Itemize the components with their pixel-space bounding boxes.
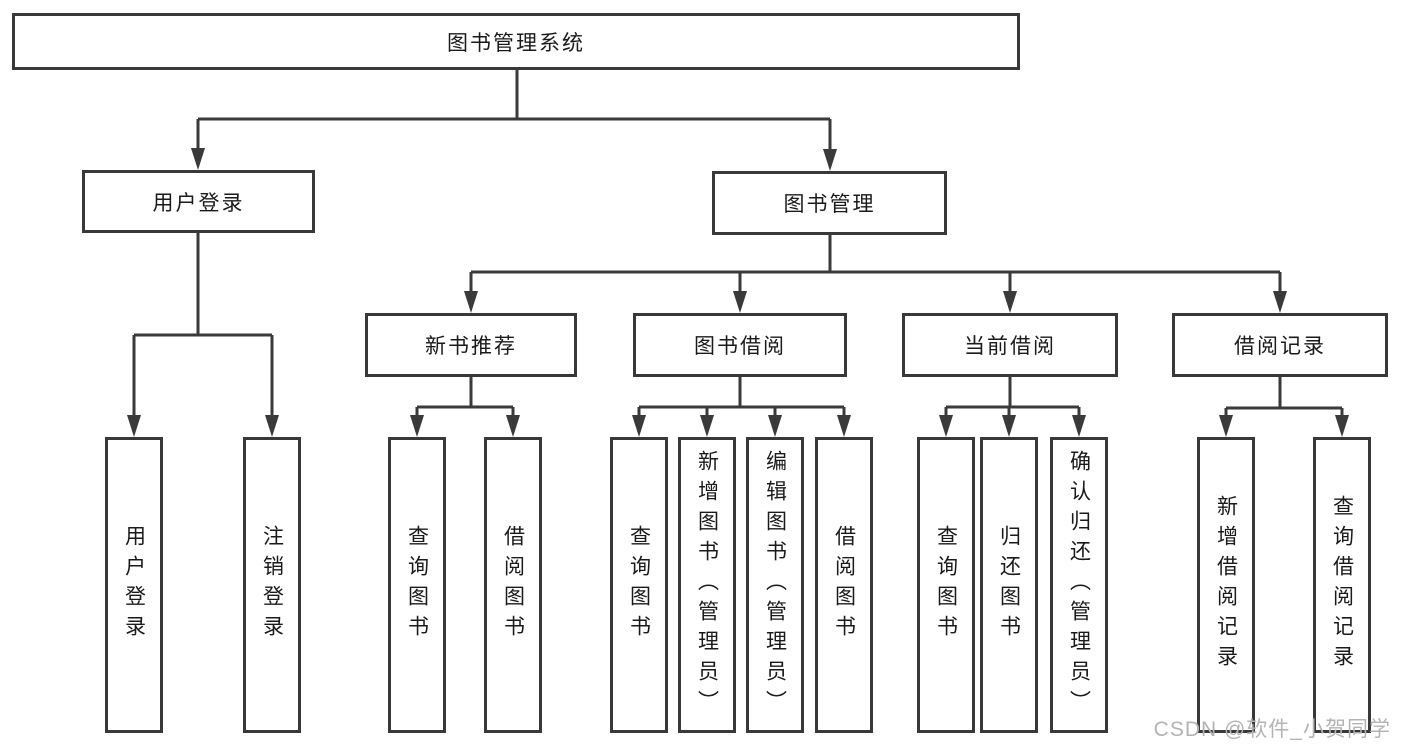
leaf-query-books-recommend-label: 查询图书 xyxy=(405,525,429,645)
leaf-logout: 注销登录 xyxy=(243,437,301,733)
leaf-confirm-return-admin-label: 确认归还（管理员） xyxy=(1067,450,1091,720)
node-library-management-system: 图书管理系统 xyxy=(12,13,1020,70)
node-user-login-label: 用户登录 xyxy=(152,191,245,215)
leaf-query-books-recommend: 查询图书 xyxy=(388,437,446,733)
node-current-borrowing: 当前借阅 xyxy=(902,313,1118,377)
leaf-query-books-borrowing: 查询图书 xyxy=(610,437,668,733)
leaf-logout-label: 注销登录 xyxy=(260,525,284,645)
node-current-borrowing-label: 当前借阅 xyxy=(964,335,1056,358)
watermark: CSDN @软件_小贺同学 xyxy=(1153,718,1391,741)
leaf-query-books-current-label: 查询图书 xyxy=(934,525,958,645)
node-new-book-recommend-label: 新书推荐 xyxy=(425,335,517,358)
leaf-edit-books-admin-label: 编辑图书（管理员） xyxy=(763,450,787,720)
node-borrowing-records: 借阅记录 xyxy=(1172,313,1388,377)
arrowheads xyxy=(127,148,1349,437)
leaf-borrow-books-borrowing-label: 借阅图书 xyxy=(832,525,856,645)
leaf-borrow-books-borrowing: 借阅图书 xyxy=(815,437,873,733)
leaf-add-books-admin-label: 新增图书（管理员） xyxy=(695,450,719,720)
leaf-borrow-books-recommend-label: 借阅图书 xyxy=(501,525,525,645)
node-borrowing-records-label: 借阅记录 xyxy=(1234,335,1326,358)
node-user-login: 用户登录 xyxy=(82,170,315,233)
node-new-book-recommend: 新书推荐 xyxy=(365,313,577,377)
leaf-edit-books-admin: 编辑图书（管理员） xyxy=(746,437,804,733)
leaf-user-login: 用户登录 xyxy=(105,437,163,733)
node-book-borrowing-label: 图书借阅 xyxy=(694,335,786,358)
leaf-add-borrow-record-label: 新增借阅记录 xyxy=(1214,495,1238,675)
leaf-query-borrow-record-label: 查询借阅记录 xyxy=(1330,495,1354,675)
leaf-return-books: 归还图书 xyxy=(980,437,1038,733)
leaf-return-books-label: 归还图书 xyxy=(997,525,1021,645)
node-book-management: 图书管理 xyxy=(712,171,947,235)
leaf-query-borrow-record: 查询借阅记录 xyxy=(1313,437,1371,733)
leaf-borrow-books-recommend: 借阅图书 xyxy=(484,437,542,733)
node-book-management-label: 图书管理 xyxy=(783,193,876,216)
leaf-add-books-admin: 新增图书（管理员） xyxy=(678,437,736,733)
node-library-management-system-label: 图书管理系统 xyxy=(447,31,585,55)
leaf-add-borrow-record: 新增借阅记录 xyxy=(1197,437,1255,733)
leaf-confirm-return-admin: 确认归还（管理员） xyxy=(1050,437,1108,733)
leaf-query-books-borrowing-label: 查询图书 xyxy=(627,525,651,645)
leaf-user-login-label: 用户登录 xyxy=(122,525,146,645)
leaf-query-books-current: 查询图书 xyxy=(917,437,975,733)
node-book-borrowing: 图书借阅 xyxy=(633,313,847,377)
